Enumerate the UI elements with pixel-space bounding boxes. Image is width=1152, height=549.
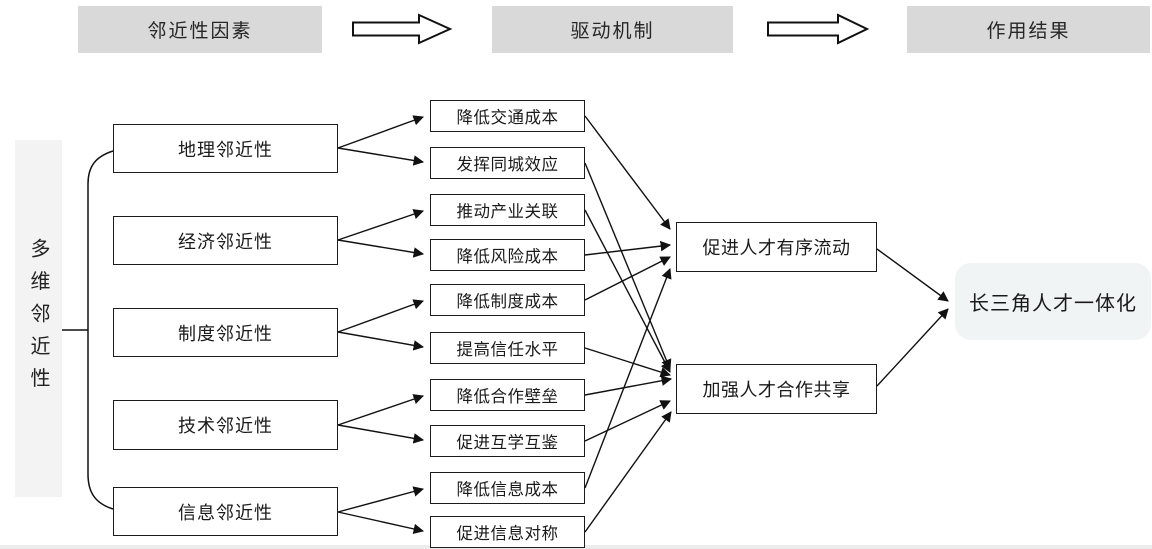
mechanism-box-reduce-cooperation-barriers: 降低合作壁垒 (430, 379, 585, 411)
mechanism-box-industrial-linkage: 推动产业关联 (430, 194, 585, 226)
factor-box-geographic: 地理邻近性 (113, 124, 338, 173)
mechanism-box-information-symmetry: 促进信息对称 (430, 516, 585, 548)
stage-box-driving-mechanism: 驱动机制 (492, 6, 733, 53)
factor-label: 技术邻近性 (178, 416, 273, 436)
root-node-multidimensional-proximity: 多维邻近性 (15, 140, 62, 497)
factor-box-institutional: 制度邻近性 (113, 308, 338, 357)
mechanism-box-improve-trust: 提高信任水平 (430, 332, 585, 364)
mechanism-box-same-city-effect: 发挥同城效应 (430, 147, 585, 179)
factor-label: 地理邻近性 (178, 139, 273, 160)
mechanism-label: 降低信息成本 (456, 481, 559, 499)
mechanism-label: 降低制度成本 (456, 293, 559, 311)
outcome-box-talent-cooperation-sharing: 加强人才合作共享 (676, 364, 877, 414)
factor-box-technological: 技术邻近性 (113, 400, 338, 450)
factor-label: 经济邻近性 (178, 231, 273, 252)
mechanism-label: 推动产业关联 (456, 203, 559, 221)
mechanism-label: 降低交通成本 (456, 109, 559, 127)
outcome-label: 促进人才有序流动 (702, 238, 851, 258)
root-label: 多维邻近性 (27, 237, 49, 400)
stage-box-proximity-factors: 邻近性因素 (78, 6, 322, 53)
mechanism-box-reduce-information-cost: 降低信息成本 (430, 472, 585, 504)
final-label: 长三角人才一体化 (969, 293, 1137, 315)
mechanism-box-reduce-transport-cost: 降低交通成本 (430, 100, 585, 132)
stage-label-factors: 邻近性因素 (147, 21, 253, 42)
outcome-to-final-arrows (876, 248, 949, 387)
stage-label-mechanism: 驱动机制 (570, 21, 655, 42)
stage-box-result: 作用结果 (907, 6, 1150, 53)
mechanism-box-reduce-risk-cost: 降低风险成本 (430, 239, 585, 271)
factor-box-economic: 经济邻近性 (113, 216, 338, 265)
factor-box-information: 信息邻近性 (113, 487, 338, 536)
factor-to-mechanism-arrows (337, 115, 425, 535)
mechanism-label: 发挥同城效应 (456, 156, 559, 174)
final-node-yangtze-delta-talent-integration: 长三角人才一体化 (955, 263, 1151, 340)
root-bracket (62, 150, 114, 510)
mechanism-label: 降低风险成本 (456, 248, 559, 266)
mechanism-label: 降低合作壁垒 (456, 388, 559, 406)
stage-block-arrow-2 (767, 13, 870, 45)
factor-label: 制度邻近性 (178, 323, 273, 344)
mechanism-box-reduce-institutional-cost: 降低制度成本 (430, 284, 585, 316)
factor-label: 信息邻近性 (178, 502, 273, 523)
mechanism-box-mutual-learning: 促进互学互鉴 (430, 425, 585, 457)
stage-label-result: 作用结果 (986, 21, 1071, 42)
outcome-label: 加强人才合作共享 (702, 380, 851, 400)
mechanism-label: 促进信息对称 (456, 525, 559, 543)
outcome-box-orderly-talent-flow: 促进人才有序流动 (676, 222, 877, 272)
mechanism-label: 提高信任水平 (456, 341, 559, 359)
mechanism-label: 促进互学互鉴 (456, 434, 559, 452)
mechanism-to-outcome-arrows (584, 115, 673, 533)
stage-block-arrow-1 (352, 13, 453, 45)
